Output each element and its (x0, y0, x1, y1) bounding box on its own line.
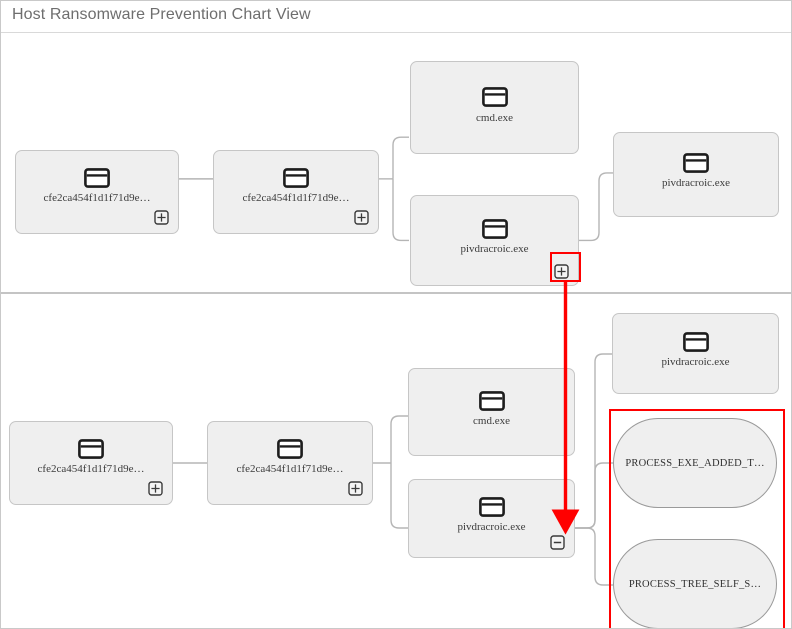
event-group-highlight-box (609, 409, 785, 628)
node-label: pivdracroic.exe (661, 177, 731, 189)
node-label: cmd.exe (476, 112, 513, 124)
window-icon (481, 219, 508, 239)
node-label: cfe2ca454f1d1f71d9e… (37, 463, 145, 475)
node-label: cfe2ca454f1d1f71d9e… (43, 192, 151, 204)
process-node-hash-root[interactable]: cfe2ca454f1d1f71d9e… (15, 150, 179, 234)
expand-plus-icon[interactable] (554, 264, 569, 279)
process-node-pivdracroic-leaf[interactable]: pivdracroic.exe (612, 313, 779, 394)
node-label: pivdracroic.exe (661, 356, 730, 368)
event-node-process-exe-added[interactable]: PROCESS_EXE_ADDED_T… (613, 418, 777, 508)
process-node-hash-root[interactable]: cfe2ca454f1d1f71d9e… (9, 421, 173, 505)
expand-button-highlight-box (550, 252, 581, 282)
process-node-hash-child[interactable]: cfe2ca454f1d1f71d9e… (207, 421, 373, 505)
collapse-minus-icon[interactable] (550, 535, 565, 550)
expand-plus-icon[interactable] (154, 210, 169, 225)
process-node-pivdracroic[interactable]: pivdracroic.exe (408, 479, 575, 558)
node-label: cfe2ca454f1d1f71d9e… (242, 192, 350, 204)
window-icon (84, 168, 110, 188)
expand-plus-icon[interactable] (348, 481, 363, 496)
window-icon (478, 497, 505, 517)
process-node-pivdracroic-leaf[interactable]: pivdracroic.exe (613, 132, 779, 217)
window-icon (682, 332, 709, 352)
process-node-cmd[interactable]: cmd.exe (408, 368, 575, 456)
page-title: Host Ransomware Prevention Chart View (12, 6, 311, 23)
window-icon (78, 439, 104, 459)
node-label: pivdracroic.exe (457, 521, 526, 533)
process-node-cmd[interactable]: cmd.exe (410, 61, 579, 154)
expand-plus-icon[interactable] (354, 210, 369, 225)
expanded-chart-panel: cfe2ca454f1d1f71d9e… cfe2ca454f1d1f71d9e… (1, 296, 791, 628)
process-node-hash-child[interactable]: cfe2ca454f1d1f71d9e… (213, 150, 379, 234)
window-icon (478, 391, 505, 411)
event-node-process-tree-self[interactable]: PROCESS_TREE_SELF_S… (613, 539, 777, 628)
window-icon (277, 439, 303, 459)
expand-plus-icon[interactable] (148, 481, 163, 496)
node-label: cfe2ca454f1d1f71d9e… (236, 463, 344, 475)
collapsed-chart-panel: cfe2ca454f1d1f71d9e… cfe2ca454f1d1f71d9e… (1, 34, 791, 294)
window-icon (683, 153, 709, 173)
window-icon (481, 87, 508, 107)
titlebar: Host Ransomware Prevention Chart View (1, 1, 791, 33)
window-icon (283, 168, 309, 188)
node-label: cmd.exe (473, 415, 510, 427)
